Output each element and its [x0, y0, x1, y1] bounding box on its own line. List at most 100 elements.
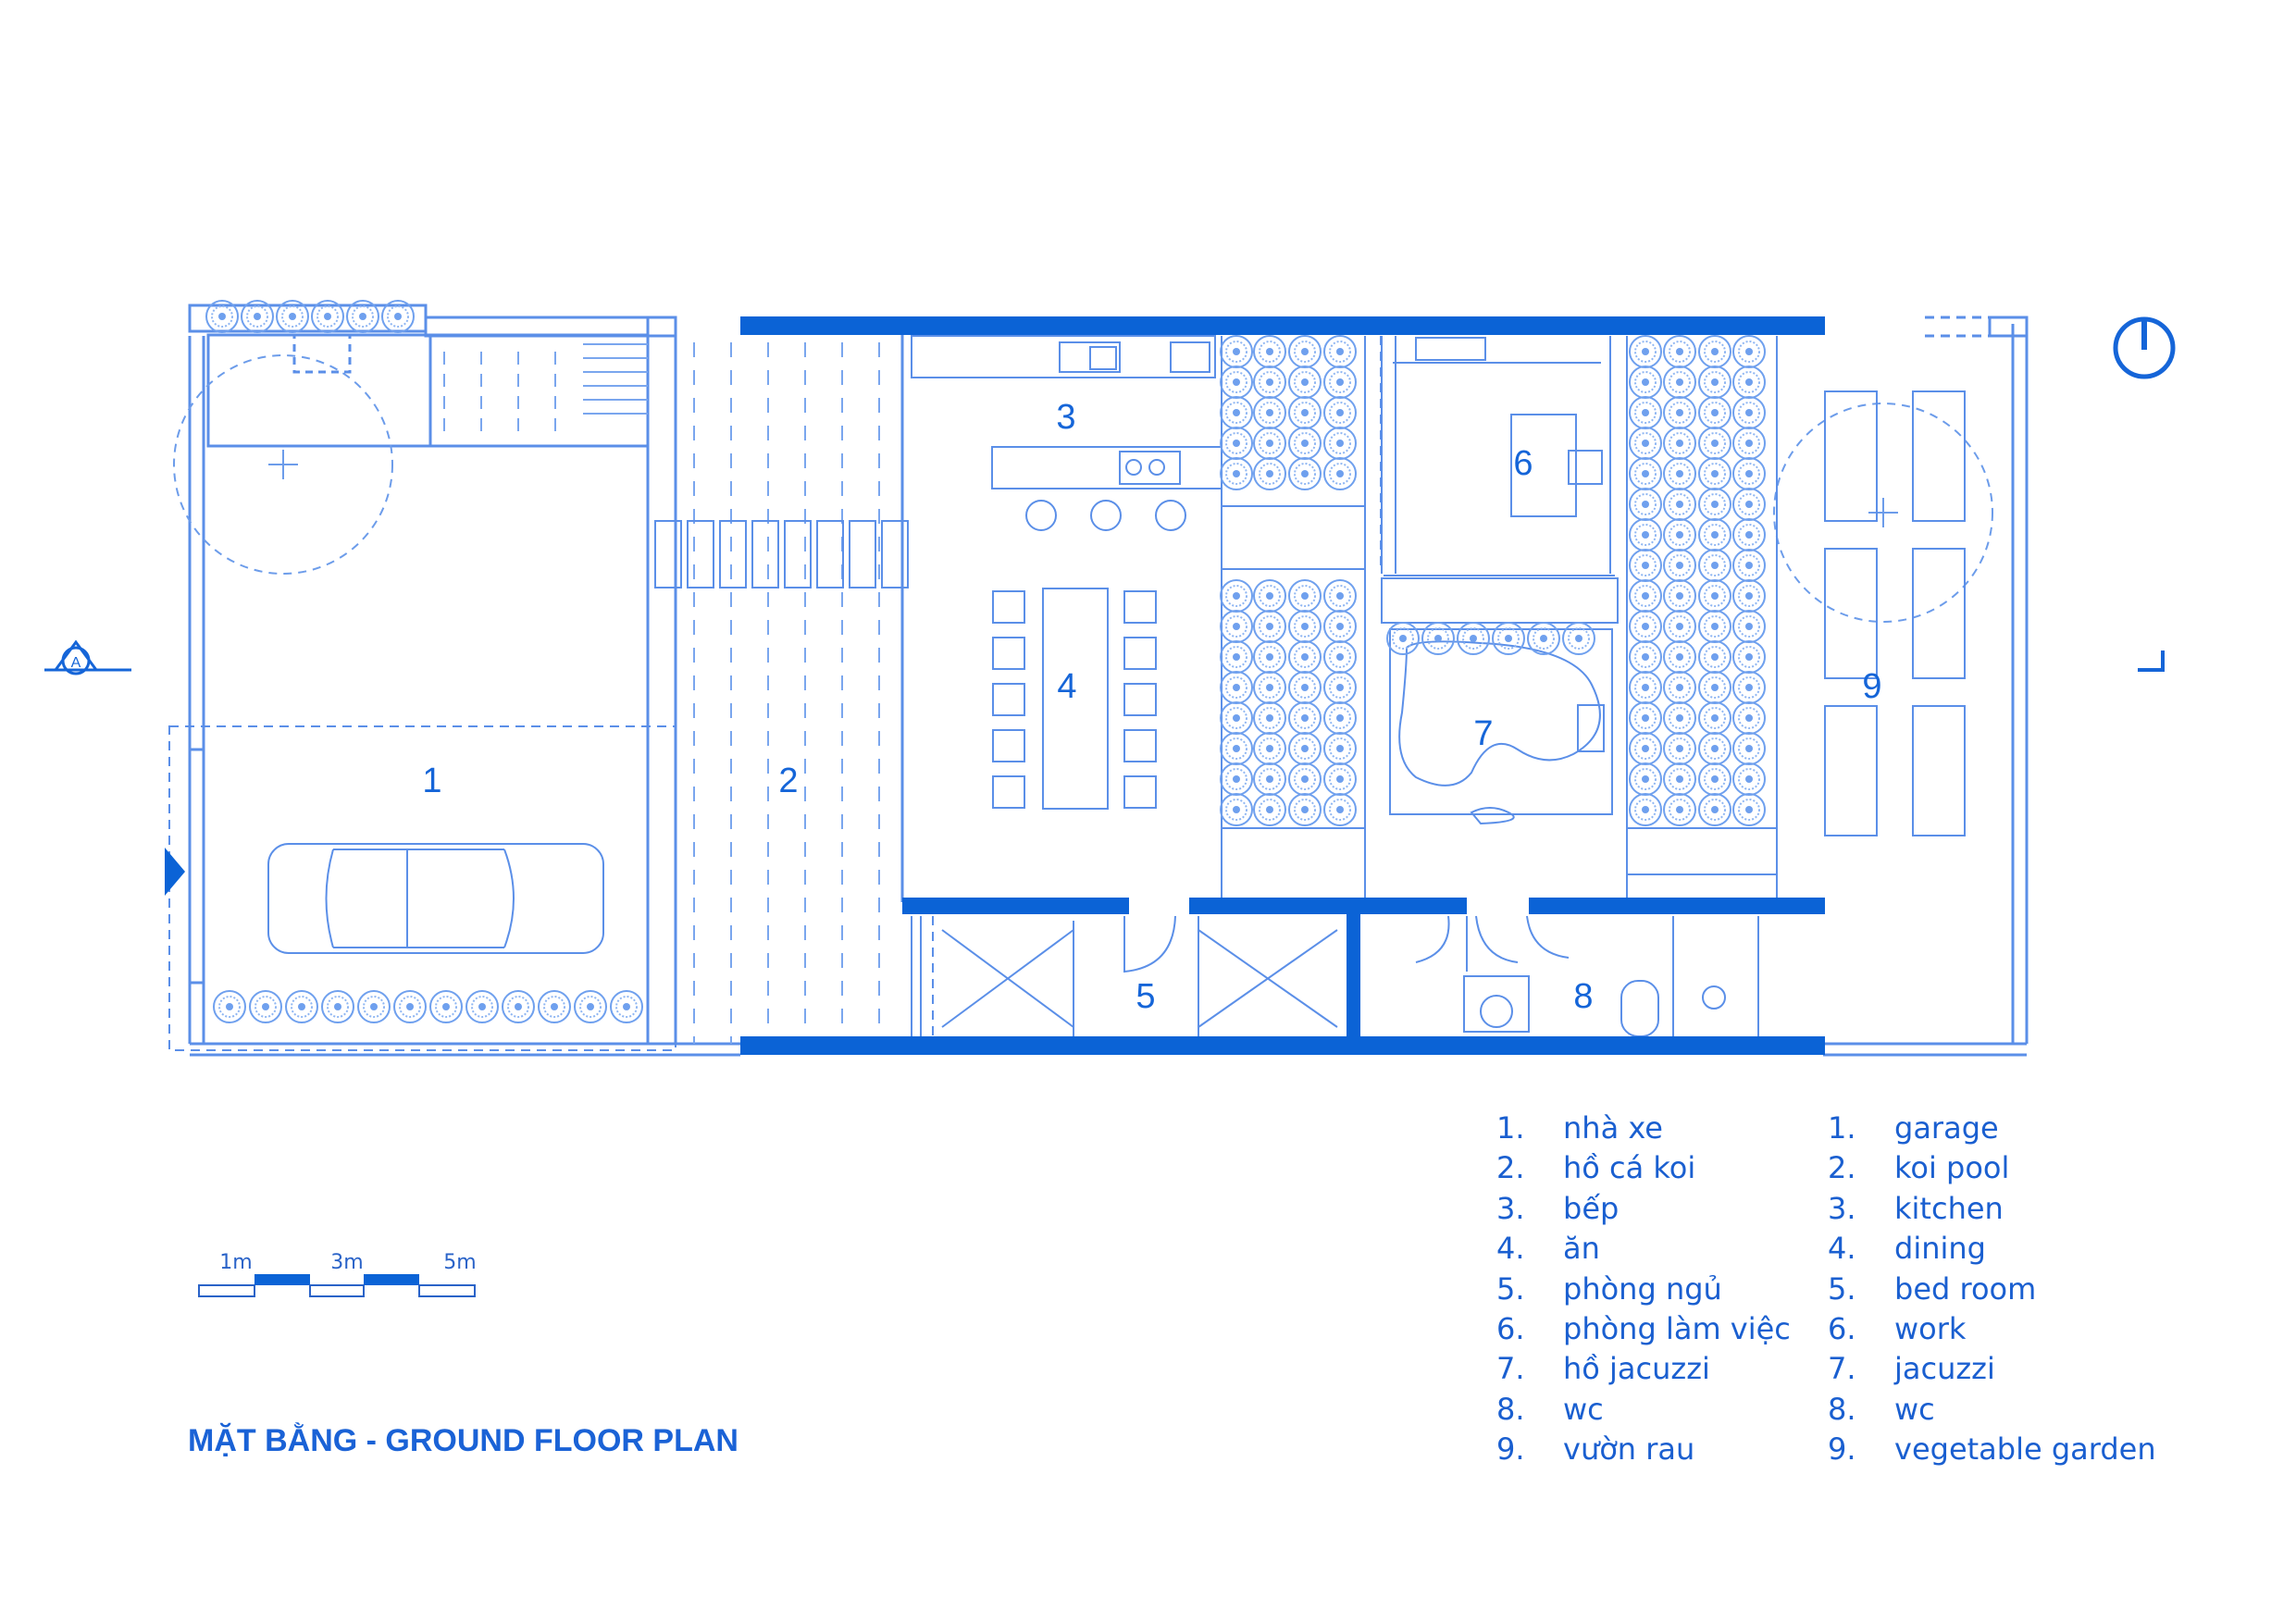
- shrub: [1323, 396, 1357, 429]
- shrub: [1663, 762, 1696, 796]
- shrub: [1323, 701, 1357, 735]
- shrub: [1253, 579, 1286, 613]
- shrub: [1698, 488, 1731, 521]
- shrub: [1288, 793, 1322, 826]
- shrub: [1629, 762, 1662, 796]
- shrub: [1663, 610, 1696, 643]
- shrub: [1732, 793, 1766, 826]
- shrub: [1698, 518, 1731, 551]
- shrub: [1663, 457, 1696, 490]
- legend-english: 1.garage 2.koi pool 3.kitchen 4.dining 5…: [1828, 1109, 2156, 1470]
- shrub: [1323, 610, 1357, 643]
- shrub: [1288, 335, 1322, 368]
- shrub: [1698, 762, 1731, 796]
- shrub: [1253, 457, 1286, 490]
- shrub: [1323, 335, 1357, 368]
- room-number-7: 7: [1473, 714, 1493, 753]
- shrub: [1663, 732, 1696, 765]
- room-number-5: 5: [1136, 977, 1155, 1016]
- shrub: [1732, 457, 1766, 490]
- shrub: [1629, 549, 1662, 582]
- legend-row: 9.vườn rau: [1496, 1431, 1695, 1468]
- shrub: [1663, 335, 1696, 368]
- legend-row: 7.jacuzzi: [1828, 1351, 1995, 1387]
- shrub: [1629, 335, 1662, 368]
- shrub: [1629, 640, 1662, 674]
- shrub: [1663, 671, 1696, 704]
- shrub: [1732, 396, 1766, 429]
- shrub: [1732, 488, 1766, 521]
- north-arrow-icon: [2113, 316, 2176, 379]
- shrub: [1629, 579, 1662, 613]
- shrub: [1288, 427, 1322, 460]
- shrub: [1288, 762, 1322, 796]
- shrub: [1663, 365, 1696, 399]
- tree-center-marks: [268, 450, 1898, 527]
- room-number-8: 8: [1573, 977, 1593, 1016]
- shrub: [1629, 671, 1662, 704]
- room-number-1: 1: [422, 762, 441, 800]
- shrub: [1288, 365, 1322, 399]
- room-number-2: 2: [778, 762, 798, 800]
- shrub: [1732, 640, 1766, 674]
- entrance-marker: [165, 848, 185, 896]
- shrub: [1253, 671, 1286, 704]
- shrub: [1698, 457, 1731, 490]
- work-room-fixtures: [1381, 336, 1619, 825]
- legend-row: 5.phòng ngủ: [1496, 1270, 1722, 1307]
- scale-bar: 1m 3m 5m: [198, 1251, 477, 1297]
- shrub: [1663, 396, 1696, 429]
- thin-walls: [168, 304, 2029, 1057]
- shrub: [1220, 762, 1253, 796]
- shrub: [1253, 762, 1286, 796]
- shrub: [1323, 457, 1357, 490]
- shrub: [1629, 365, 1662, 399]
- shrub: [1732, 579, 1766, 613]
- shrub: [1253, 793, 1286, 826]
- shrub: [1253, 335, 1286, 368]
- shrub: [1629, 701, 1662, 735]
- legend-row: 3.kitchen: [1828, 1190, 2004, 1226]
- shrub: [1732, 549, 1766, 582]
- scale-label-1m: 1m: [219, 1251, 252, 1274]
- shrub: [1629, 732, 1662, 765]
- plan-title: MẶT BẰNG - GROUND FLOOR PLAN: [188, 1423, 738, 1458]
- shrub: [1732, 762, 1766, 796]
- shrub: [1323, 762, 1357, 796]
- legend-row: 4.dining: [1828, 1231, 1986, 1267]
- thick-walls: [740, 316, 1825, 1055]
- legend-row: 8.wc: [1828, 1391, 1935, 1427]
- legend-row: 7.hồ jacuzzi: [1496, 1351, 1710, 1387]
- shrub: [1629, 610, 1662, 643]
- shrub: [1323, 365, 1357, 399]
- shrub: [1732, 427, 1766, 460]
- shrub: [1220, 610, 1253, 643]
- shrub: [1288, 610, 1322, 643]
- shrub: [1253, 427, 1286, 460]
- shrub: [1220, 579, 1253, 613]
- shrub: [1288, 671, 1322, 704]
- shrub: [1323, 579, 1357, 613]
- shrub: [1629, 427, 1662, 460]
- shrub: [1629, 457, 1662, 490]
- legend-row: 1.nhà xe: [1496, 1110, 1663, 1146]
- koi-pool-deck: [443, 342, 880, 1044]
- shrub: [1698, 427, 1731, 460]
- room-numbers: 1 2 3 4 5 6 7 8 9: [422, 398, 1881, 1016]
- room-number-3: 3: [1056, 398, 1075, 437]
- shrub: [1288, 640, 1322, 674]
- shrub: [1663, 640, 1696, 674]
- shrub: [1288, 701, 1322, 735]
- shrub: [1220, 671, 1253, 704]
- legend-row: 2.hồ cá koi: [1496, 1150, 1696, 1186]
- section-marker-left: A: [44, 639, 131, 675]
- shrub: [1323, 793, 1357, 826]
- shrub: [1253, 701, 1286, 735]
- shrub: [1288, 396, 1322, 429]
- shrub: [1323, 427, 1357, 460]
- shrub: [1253, 640, 1286, 674]
- car-outline: [267, 843, 604, 954]
- shrub: [1220, 640, 1253, 674]
- bedroom-fixtures: [911, 915, 1759, 1037]
